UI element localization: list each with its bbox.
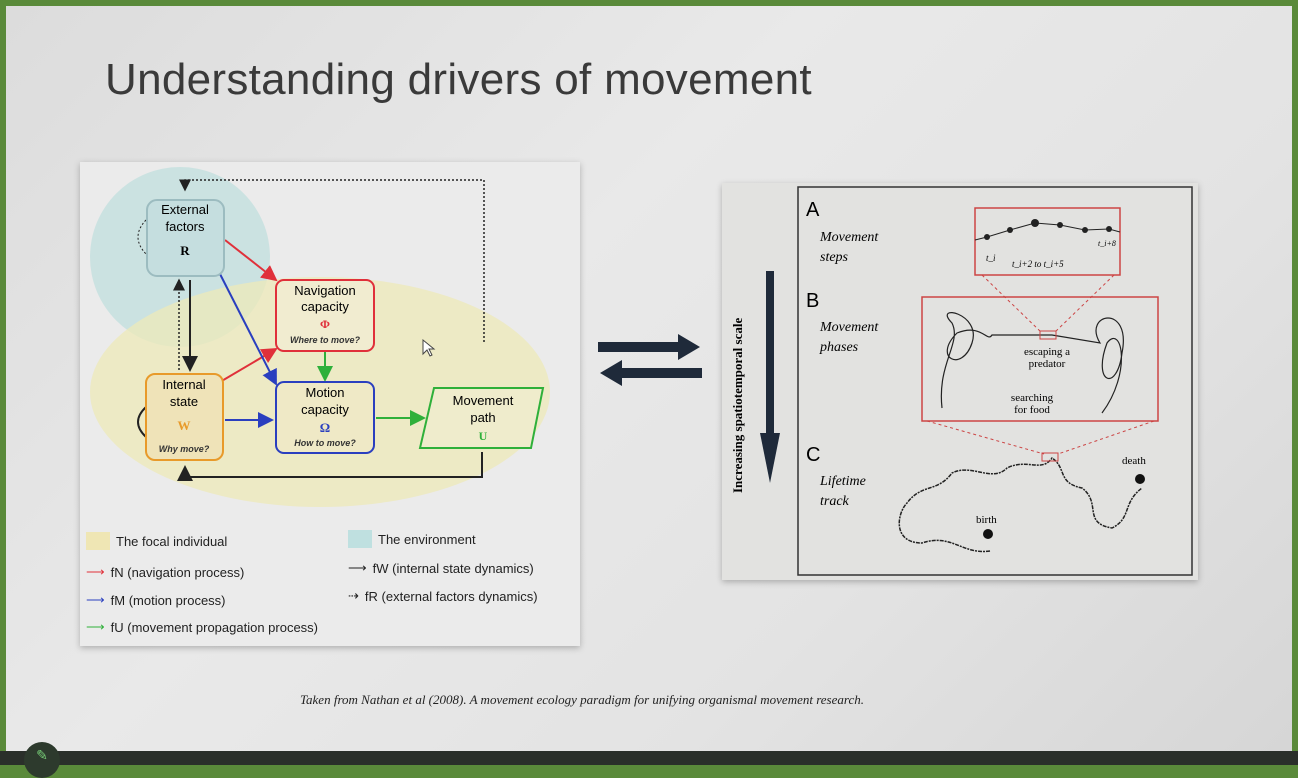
svg-text:U: U [479, 429, 488, 443]
movement-ecology-framework-diagram: External factors R Navigation capacity Φ… [80, 162, 580, 646]
svg-text:Why move?: Why move? [159, 444, 210, 454]
svg-text:death: death [1122, 455, 1146, 467]
legend-external-dynamics: ⇢fR (external factors dynamics) [348, 588, 538, 604]
internal-state-box: Internal state W Why move? [145, 373, 224, 461]
svg-text:Navigation: Navigation [294, 283, 355, 298]
svg-text:state: state [170, 394, 198, 409]
svg-text:escaping a: escaping a [1024, 346, 1070, 358]
legend-motion: ⟶fM (motion process) [86, 592, 226, 608]
svg-text:W: W [178, 418, 191, 433]
figure-citation: Taken from Nathan et al (2008). A moveme… [300, 692, 864, 707]
svg-text:track: track [820, 494, 850, 509]
svg-text:for food: for food [1014, 404, 1050, 416]
svg-text:Where to move?: Where to move? [290, 335, 361, 345]
svg-text:path: path [470, 410, 495, 425]
svg-text:A: A [806, 199, 820, 221]
pen-tool-button[interactable]: ✎ [24, 742, 60, 778]
svg-text:capacity: capacity [301, 299, 349, 314]
navigation-capacity-box: Navigation capacity Φ Where to move? [275, 279, 375, 352]
svg-text:How to move?: How to move? [294, 438, 356, 448]
svg-text:External: External [161, 202, 209, 217]
scale-axis-label: Increasing spatiotemporal scale [730, 318, 745, 493]
svg-text:steps: steps [820, 250, 849, 265]
svg-text:t_i: t_i [986, 253, 996, 263]
motion-capacity-box: Motion capacity Ω How to move? [275, 381, 375, 454]
slide-title: Understanding drivers of movement [105, 55, 812, 104]
movement-path-box: Movement path U [418, 387, 545, 449]
svg-text:B: B [806, 290, 819, 312]
svg-text:searching: searching [1011, 392, 1054, 404]
svg-text:t_i+2 to t_i+5: t_i+2 to t_i+5 [1012, 259, 1064, 269]
svg-text:Internal: Internal [162, 377, 205, 392]
svg-text:phases: phases [819, 340, 859, 355]
svg-text:predator: predator [1029, 358, 1066, 370]
panel-a-steps: t_i t_i+2 to t_i+5 t_i+8 [974, 207, 1121, 276]
legend-propagation: ⟶fU (movement propagation process) [86, 619, 319, 635]
panel-c-lifetime-track: birth death [898, 452, 1146, 553]
external-factors-box: External factors R [146, 199, 225, 277]
svg-text:R: R [180, 243, 190, 258]
legend-internal-dynamics: ⟶fW (internal state dynamics) [348, 560, 534, 576]
svg-text:Motion: Motion [305, 385, 344, 400]
svg-text:Lifetime: Lifetime [819, 474, 866, 489]
svg-text:birth: birth [976, 514, 997, 526]
bidirectional-arrows-icon [598, 334, 702, 386]
cursor-icon [422, 338, 436, 357]
movement-scales-figure: Increasing spatiotemporal scale A Moveme… [722, 183, 1198, 580]
svg-text:Ω: Ω [320, 420, 330, 435]
svg-text:C: C [806, 444, 820, 466]
svg-text:Movement: Movement [819, 320, 879, 335]
scale-arrow-icon [760, 271, 780, 483]
legend-focal: The focal individual [86, 532, 227, 550]
legend-navigation: ⟶fN (navigation process) [86, 564, 245, 580]
svg-text:Φ: Φ [320, 317, 330, 331]
svg-text:Movement: Movement [453, 393, 514, 408]
svg-text:t_i+8: t_i+8 [1098, 239, 1116, 248]
svg-text:Movement: Movement [819, 230, 879, 245]
svg-text:capacity: capacity [301, 402, 349, 417]
panel-b-phases: escaping a predator searching for food [921, 296, 1159, 422]
svg-text:factors: factors [165, 219, 205, 234]
taskbar [0, 751, 1298, 765]
legend-environment: The environment [348, 530, 476, 548]
